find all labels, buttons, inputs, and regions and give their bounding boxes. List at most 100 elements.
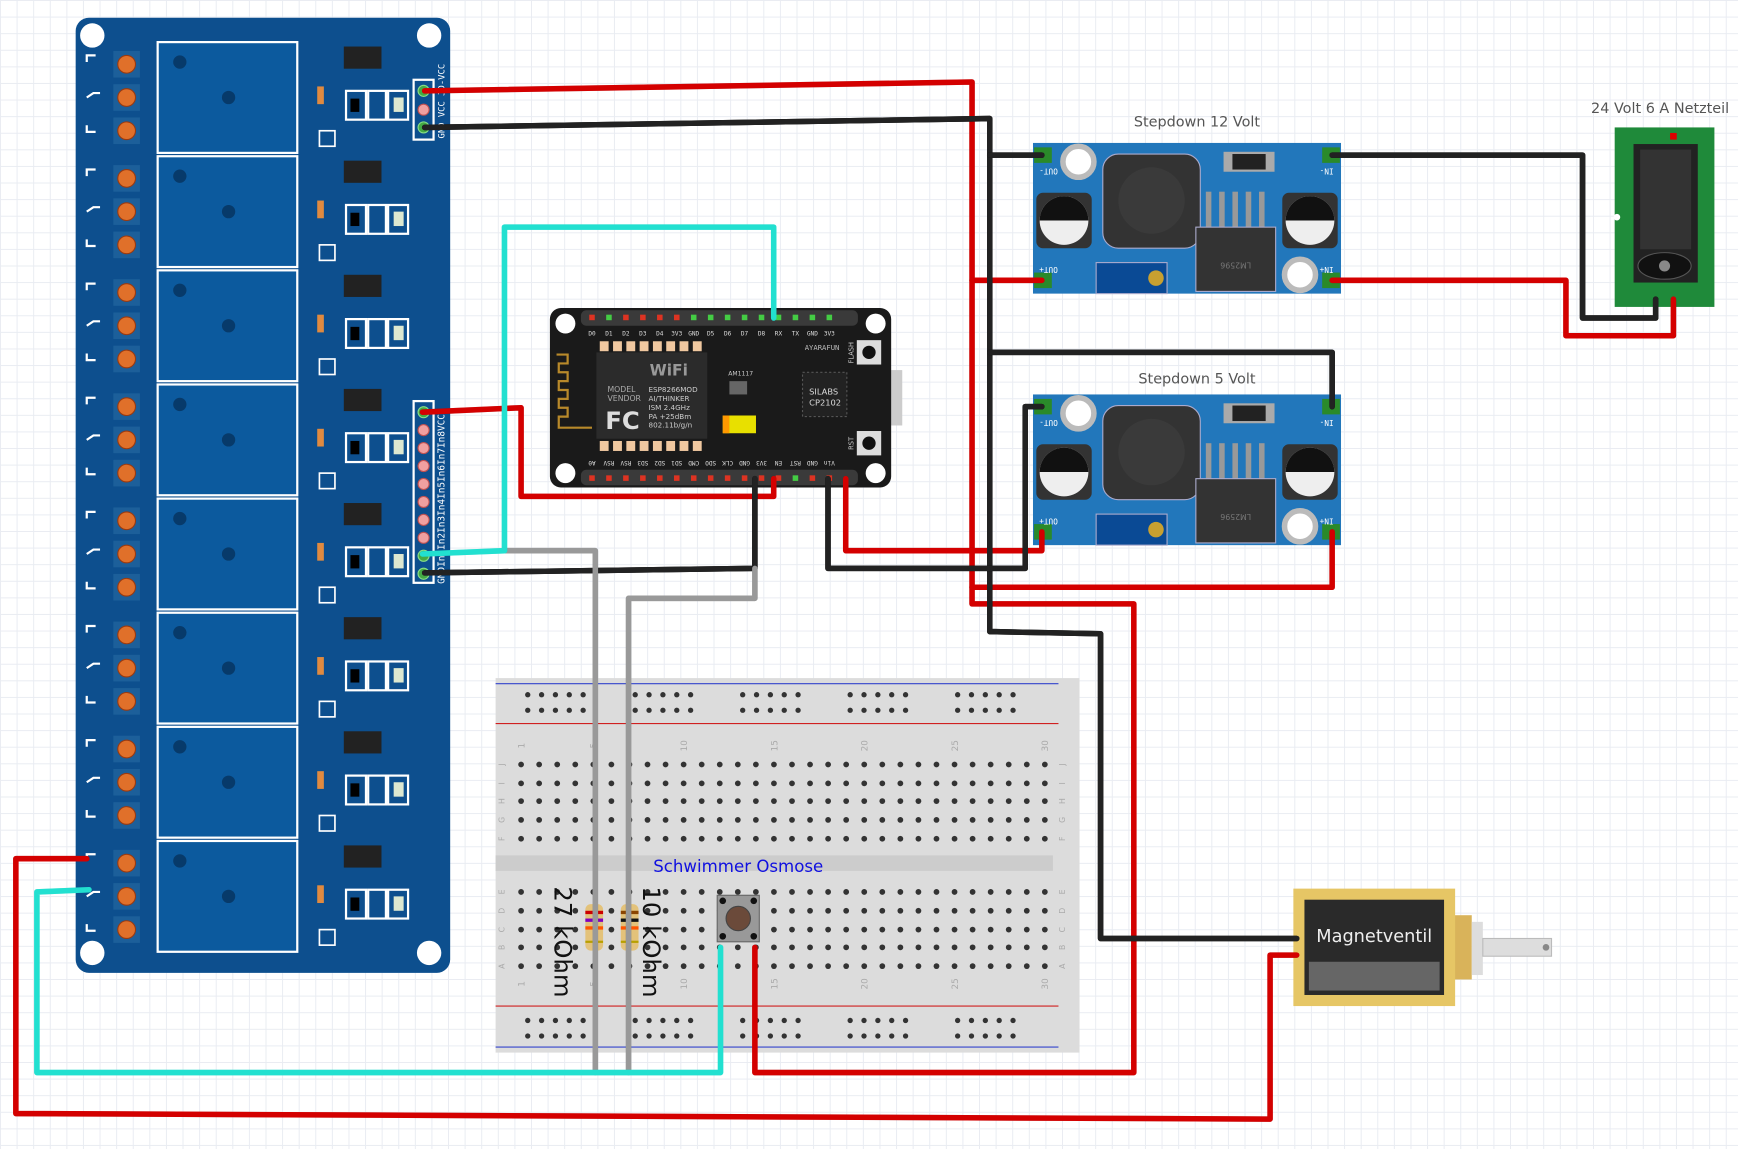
breadboard-hole[interactable]: [951, 761, 958, 768]
breadboard-hole[interactable]: [698, 907, 705, 914]
screw-terminal[interactable]: [117, 168, 137, 188]
breadboard-hole[interactable]: [1023, 926, 1030, 933]
breadboard-hole[interactable]: [698, 944, 705, 951]
esp-bottom-pin[interactable]: [758, 475, 765, 481]
breadboard-hole[interactable]: [897, 963, 904, 970]
breadboard-hole[interactable]: [789, 963, 795, 970]
breadboard-hole[interactable]: [716, 817, 723, 823]
rail-hole[interactable]: [861, 692, 867, 698]
rail-hole[interactable]: [632, 692, 638, 698]
breadboard-hole[interactable]: [987, 780, 994, 787]
breadboard-hole[interactable]: [1041, 761, 1048, 768]
rail-hole[interactable]: [889, 707, 895, 713]
rail-hole[interactable]: [781, 707, 787, 713]
wire-black[interactable]: [421, 115, 1300, 942]
rail-hole[interactable]: [674, 707, 680, 713]
breadboard-hole[interactable]: [572, 817, 579, 823]
breadboard-hole[interactable]: [861, 835, 868, 842]
breadboard-hole[interactable]: [897, 798, 904, 804]
screw-terminal[interactable]: [117, 577, 137, 597]
wire-cyan[interactable]: [501, 224, 777, 554]
breadboard-hole[interactable]: [518, 835, 524, 842]
breadboard-hole[interactable]: [680, 889, 687, 895]
breadboard-hole[interactable]: [861, 798, 868, 804]
breadboard-hole[interactable]: [987, 963, 994, 970]
screw-terminal[interactable]: [117, 430, 137, 450]
breadboard-hole[interactable]: [662, 889, 669, 895]
rail-hole[interactable]: [660, 692, 666, 698]
breadboard-hole[interactable]: [554, 761, 561, 768]
screw-terminal[interactable]: [117, 316, 137, 336]
rail-hole[interactable]: [566, 707, 572, 713]
rail-hole[interactable]: [781, 1033, 787, 1039]
breadboard-hole[interactable]: [734, 944, 741, 951]
breadboard-hole[interactable]: [716, 780, 723, 787]
breadboard-hole[interactable]: [1023, 761, 1030, 768]
breadboard-hole[interactable]: [807, 963, 813, 970]
breadboard-hole[interactable]: [1041, 835, 1048, 842]
rail-hole[interactable]: [781, 692, 787, 698]
breadboard-hole[interactable]: [1041, 944, 1048, 951]
breadboard-hole[interactable]: [554, 963, 561, 970]
breadboard-hole[interactable]: [1005, 761, 1012, 768]
breadboard-hole[interactable]: [536, 761, 543, 768]
breadboard-hole[interactable]: [879, 944, 886, 951]
rail-hole[interactable]: [687, 1033, 694, 1039]
rail-hole[interactable]: [875, 707, 881, 713]
breadboard-hole[interactable]: [915, 798, 922, 804]
rail-hole[interactable]: [954, 692, 961, 698]
breadboard-hole[interactable]: [554, 907, 561, 914]
breadboard-hole[interactable]: [1023, 889, 1030, 895]
breadboard-hole[interactable]: [1005, 817, 1012, 823]
esp-top-pin[interactable]: [690, 314, 697, 321]
breadboard-hole[interactable]: [662, 761, 669, 768]
breadboard-hole[interactable]: [518, 761, 524, 768]
wire-red-outline[interactable]: [421, 79, 1045, 284]
screw-terminal[interactable]: [117, 544, 137, 564]
rail-hole[interactable]: [968, 1033, 975, 1039]
pot-screw[interactable]: [1148, 521, 1164, 538]
screw-terminal[interactable]: [117, 886, 137, 906]
breadboard-hole[interactable]: [644, 907, 651, 914]
breadboard-hole[interactable]: [572, 889, 579, 895]
breadboard-hole[interactable]: [807, 761, 813, 768]
breadboard-hole[interactable]: [698, 963, 705, 970]
breadboard-hole[interactable]: [608, 963, 615, 970]
rail-hole[interactable]: [646, 1033, 652, 1039]
power-supply-jack[interactable]: [1613, 127, 1715, 307]
breadboard-hole[interactable]: [1005, 835, 1012, 842]
breadboard-hole[interactable]: [879, 835, 886, 842]
breadboard-hole[interactable]: [680, 926, 687, 933]
breadboard-hole[interactable]: [933, 963, 940, 970]
breadboard-hole[interactable]: [825, 963, 831, 970]
breadboard-hole[interactable]: [951, 817, 958, 823]
rail-hole[interactable]: [875, 1017, 881, 1024]
breadboard-hole[interactable]: [969, 798, 976, 804]
breadboard-hole[interactable]: [897, 835, 904, 842]
power-header-pin[interactable]: [417, 103, 430, 116]
breadboard-hole[interactable]: [644, 835, 651, 842]
breadboard-hole[interactable]: [951, 926, 958, 933]
breadboard-hole[interactable]: [680, 817, 687, 823]
breadboard-hole[interactable]: [698, 798, 705, 804]
breadboard-hole[interactable]: [1005, 907, 1012, 914]
breadboard-hole[interactable]: [933, 817, 940, 823]
breadboard-hole[interactable]: [716, 761, 723, 768]
breadboard-hole[interactable]: [969, 889, 976, 895]
breadboard-hole[interactable]: [662, 835, 669, 842]
rail-hole[interactable]: [632, 1033, 638, 1039]
rail-hole[interactable]: [580, 692, 586, 698]
breadboard-hole[interactable]: [879, 963, 886, 970]
breadboard-hole[interactable]: [1041, 963, 1048, 970]
rail-hole[interactable]: [740, 692, 746, 698]
breadboard-hole[interactable]: [752, 780, 759, 787]
breadboard-hole[interactable]: [644, 780, 651, 787]
breadboard-hole[interactable]: [771, 780, 777, 787]
breadboard-hole[interactable]: [644, 889, 651, 895]
breadboard-hole[interactable]: [644, 944, 651, 951]
rail-hole[interactable]: [753, 707, 760, 713]
rail-hole[interactable]: [875, 1033, 881, 1039]
breadboard-hole[interactable]: [843, 907, 850, 914]
breadboard-hole[interactable]: [608, 761, 615, 768]
